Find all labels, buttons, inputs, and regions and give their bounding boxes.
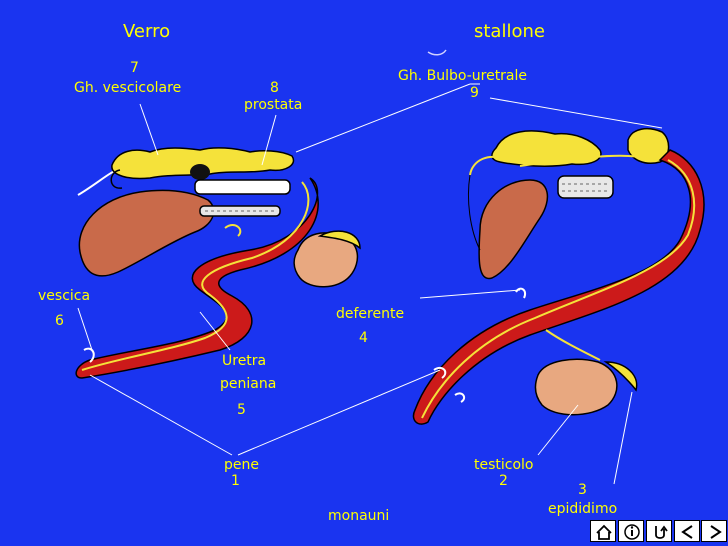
credit-text: monauni: [328, 508, 390, 524]
info-icon: [624, 524, 640, 540]
label-testicolo-number: 2: [499, 473, 508, 489]
label-deferente-number: 4: [359, 330, 368, 346]
label-bulbo-uretrale: Gh. Bulbo-uretrale: [398, 68, 528, 84]
stallone-ductus-deferens: [519, 154, 651, 167]
label-deferente: deferente: [336, 306, 405, 322]
verro-stripes: [199, 205, 281, 217]
label-prostata: prostata: [244, 97, 303, 113]
return-icon: [655, 525, 668, 539]
stallone-urethra: [421, 159, 696, 419]
label-prostata-number: 8: [270, 80, 279, 96]
info-button[interactable]: [618, 520, 644, 542]
verro-prostate-block: [194, 179, 291, 195]
verro-penis-outline: [75, 177, 319, 379]
stallone-penis-outline: [412, 149, 705, 425]
label-vescicolare-number: 7: [130, 60, 139, 76]
label-epididimo: epididimo: [548, 501, 618, 517]
stallone-testis: [534, 358, 618, 416]
verro-epididymis: [317, 230, 361, 250]
forward-button[interactable]: [701, 520, 727, 542]
label-vescicolare: Gh. vescicolare: [74, 80, 182, 96]
back-button[interactable]: [674, 520, 700, 542]
label-pene-number: 1: [231, 473, 240, 489]
verro-urethra: [81, 181, 310, 371]
verro-bladder: [78, 189, 215, 277]
forward-icon: [710, 525, 722, 539]
label-uretra-number: 5: [237, 402, 246, 418]
label-testicolo: testicolo: [474, 457, 534, 473]
title-stallone: stallone: [474, 21, 545, 42]
stallone-bladder: [478, 179, 549, 280]
home-icon: [596, 524, 612, 540]
label-vescica: vescica: [38, 288, 91, 304]
label-bulbo-number: 9: [470, 85, 479, 101]
label-uretra: Uretra: [222, 353, 267, 369]
stallone-bulbourethral: [627, 127, 670, 164]
stallone-vesicular-gland: [491, 130, 602, 167]
stallone-stripes: [557, 175, 614, 199]
home-button[interactable]: [590, 520, 616, 542]
label-pene: pene: [224, 457, 259, 473]
verro-gland-dark: [190, 164, 210, 180]
back-icon: [681, 525, 693, 539]
label-epididimo-number: 3: [578, 482, 587, 498]
leader-lines: [77, 83, 663, 485]
label-vescica-number: 6: [55, 313, 64, 329]
verro-tip-hook: [83, 347, 95, 363]
label-peniana: peniana: [220, 376, 277, 392]
verro-vesicular-gland: [111, 147, 295, 180]
title-verro: Verro: [123, 21, 171, 42]
stallone-epididymis: [603, 361, 638, 392]
return-button[interactable]: [646, 520, 672, 542]
